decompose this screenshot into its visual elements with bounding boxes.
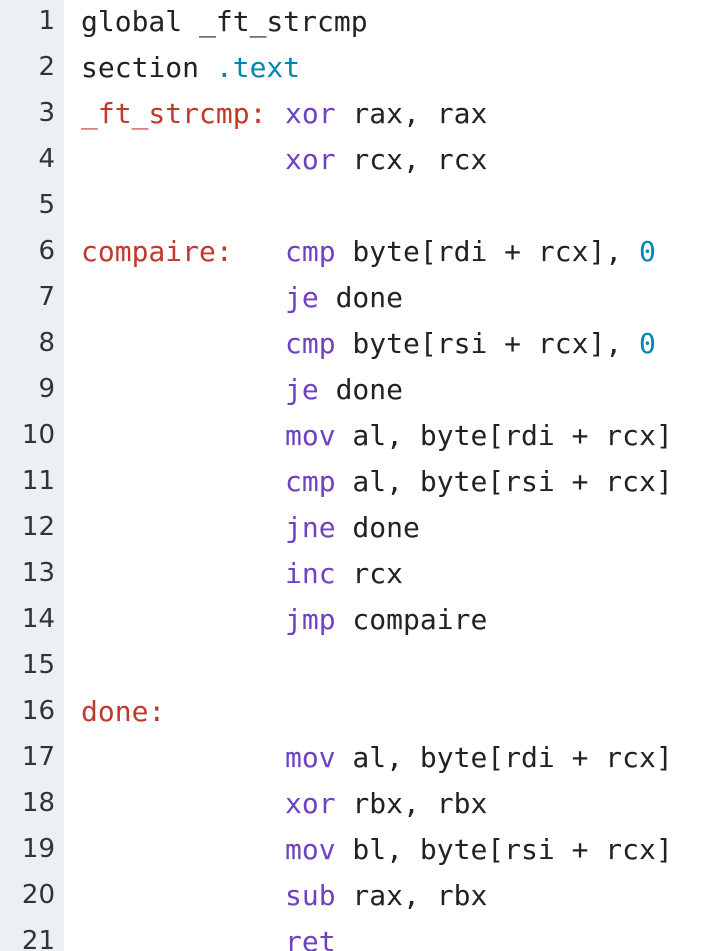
instruction-token: cmp — [285, 326, 336, 360]
line-number: 10 — [21, 420, 55, 450]
code-line: ret — [81, 918, 720, 951]
code-token: byte[rsi + rcx], — [335, 326, 640, 360]
instruction-token: cmp — [285, 464, 336, 498]
line-number: 15 — [21, 650, 55, 680]
instruction-token: jmp — [285, 602, 336, 636]
literal-token: 0 — [639, 234, 656, 268]
line-number: 2 — [38, 52, 55, 82]
code-line: cmp al, byte[rsi + rcx] — [81, 458, 720, 504]
line-number: 18 — [21, 788, 55, 818]
code-line: jmp compaire — [81, 596, 720, 642]
instruction-token: ret — [285, 924, 336, 951]
instruction-token: inc — [285, 556, 336, 590]
code-line — [81, 642, 720, 688]
code-line: xor rbx, rbx — [81, 780, 720, 826]
line-number: 19 — [21, 834, 55, 864]
code-line: sub rax, rbx — [81, 872, 720, 918]
code-line: mov al, byte[rdi + rcx] — [81, 734, 720, 780]
code-line: mov al, byte[rdi + rcx] — [81, 412, 720, 458]
line-number: 1 — [38, 6, 55, 36]
instruction-token: mov — [285, 418, 336, 452]
code-line: done: — [81, 688, 720, 734]
code-token: rax, rbx — [335, 878, 488, 912]
line-number: 6 — [38, 236, 55, 266]
code-line: xor rcx, rcx — [81, 136, 720, 182]
code-line: mov bl, byte[rsi + rcx] — [81, 826, 720, 872]
code-token: bl, byte[rsi + rcx] — [335, 832, 673, 866]
code-line: je done — [81, 274, 720, 320]
code-line: global _ft_strcmp — [81, 0, 720, 44]
line-number: 14 — [21, 604, 55, 634]
line-number: 16 — [21, 696, 55, 726]
code-line — [81, 182, 720, 228]
instruction-token: xor — [285, 96, 336, 130]
literal-token: .text — [215, 50, 301, 84]
instruction-token: je — [285, 372, 319, 406]
instruction-token: jne — [285, 510, 336, 544]
code-line: jne done — [81, 504, 720, 550]
line-number: 12 — [21, 512, 55, 542]
code-token: rbx, rbx — [335, 786, 488, 820]
instruction-token: je — [285, 280, 319, 314]
line-number: 20 — [21, 880, 55, 910]
asm-label: compaire: — [81, 234, 233, 268]
code-token: done — [318, 372, 404, 406]
code-token: byte[rdi + rcx], — [335, 234, 640, 268]
code-token: done — [318, 280, 404, 314]
line-number: 17 — [21, 742, 55, 772]
line-number: 8 — [38, 328, 55, 358]
code-token: rcx, rcx — [335, 142, 488, 176]
line-number: 3 — [38, 98, 55, 128]
code-line: section .text — [81, 44, 720, 90]
line-number: 9 — [38, 374, 55, 404]
instruction-token: cmp — [285, 234, 336, 268]
line-number: 5 — [38, 190, 55, 220]
asm-label: done: — [81, 694, 166, 728]
line-number: 4 — [38, 144, 55, 174]
instruction-token: mov — [285, 740, 336, 774]
code-token: done — [335, 510, 420, 544]
code-token: rcx — [335, 556, 404, 590]
line-number: 21 — [21, 926, 55, 951]
literal-token: 0 — [639, 326, 656, 360]
code-token: al, byte[rdi + rcx] — [335, 740, 673, 774]
code-token: section — [81, 50, 216, 84]
code-line: inc rcx — [81, 550, 720, 596]
code-token: compaire — [335, 602, 488, 636]
code-token: rax, rax — [335, 96, 488, 130]
instruction-token: mov — [285, 832, 336, 866]
line-number: 7 — [38, 282, 55, 312]
instruction-token: xor — [285, 142, 336, 176]
line-number: 13 — [21, 558, 55, 588]
code-line: _ft_strcmp: xor rax, rax — [81, 90, 720, 136]
instruction-token: sub — [285, 878, 336, 912]
line-number: 11 — [21, 466, 55, 496]
code-line: cmp byte[rsi + rcx], 0 — [81, 320, 720, 366]
code-line: je done — [81, 366, 720, 412]
instruction-token: xor — [285, 786, 336, 820]
code-token: global _ft_strcmp — [81, 4, 368, 38]
code-token: al, byte[rdi + rcx] — [335, 418, 673, 452]
code-token: al, byte[rsi + rcx] — [335, 464, 673, 498]
asm-label: _ft_strcmp: — [81, 96, 267, 130]
code-line: compaire: cmp byte[rdi + rcx], 0 — [81, 228, 720, 274]
